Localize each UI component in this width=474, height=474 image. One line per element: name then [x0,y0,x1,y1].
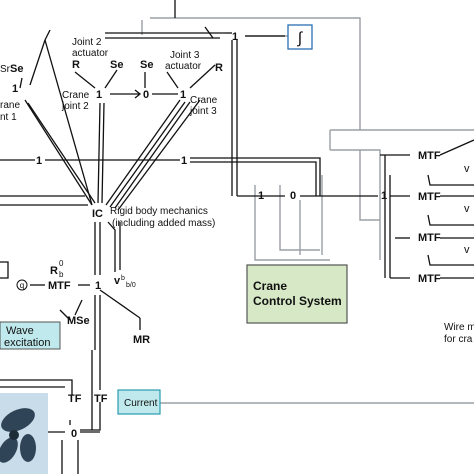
joint2-actuator-label-1: Joint 2 [72,37,102,48]
current-box [117,389,161,415]
current-label: Current [124,398,158,409]
wave-label-2: excitation [4,337,50,349]
v-right-1: v [464,163,470,175]
se-joint2-label: Se [110,59,123,71]
sr-left-label: Sr [0,64,11,75]
junction-1-joint1: 1 [12,83,18,95]
junction-0-control: 0 [290,190,296,202]
v-body-subscript: b/0 [126,282,136,289]
rb-subscript: b [59,270,64,279]
rb-label: R [50,265,58,277]
junction-1-body: 1 [95,280,101,292]
junction-1-joint3: 1 [180,89,186,101]
ic-element: IC [92,208,103,220]
r-joint3-label: R [215,62,223,74]
crane-joint2-label-b: joint 2 [61,101,89,112]
mtf-left: MTF [48,280,71,292]
junction-1-top: 1 [232,31,238,43]
junction-1-joint2: 1 [96,89,102,101]
junction-1-right: 1 [381,190,387,202]
crane-control-system-box [246,264,348,324]
integrator-symbol: ∫ [297,30,304,47]
rigid-body-label-1: Rigid body mechanics [110,206,208,217]
crane-joint3-label-b: joint 3 [189,106,217,117]
mtf-right-3: MTF [418,232,441,244]
mtf-right-2: MTF [418,191,441,203]
v-right-3: v [464,244,470,256]
v-body-superscript: b [121,275,125,282]
crane-joint1-label-b: nt 1 [0,112,17,123]
crane-control-label-2: Control System [253,294,342,308]
mr-element: MR [133,334,150,346]
se-joint3-label: Se [140,59,153,71]
se-left-label: Se [10,63,23,75]
crane-joint3-label-a: Crane [190,95,218,106]
rigid-body-label-2: (including added mass) [112,218,215,229]
mtf-right-1: MTF [418,150,441,162]
wire-label-1: Wire m [444,322,474,333]
propeller-icon [0,393,48,474]
joint2-actuator-label-2: actuator [72,48,109,59]
mse-element: MSe [67,315,90,327]
q-label: q [20,281,24,290]
v-right-2: v [464,203,470,215]
r-joint2-label: R [72,59,80,71]
wave-label-1: Wave [6,325,34,337]
v-body-label: v [114,275,121,287]
junction-1-row1-left: 1 [36,155,42,167]
junction-1-row1-right: 1 [181,155,187,167]
junction-1-control: 1 [258,190,264,202]
wave-excitation-box [0,321,61,350]
crane-control-label-1: Crane [253,279,287,293]
junction-0-joint-mid: 0 [143,89,149,101]
joint3-actuator-label-1: Joint 3 [170,50,200,61]
crane-joint2-label-a: Crane [62,90,90,101]
joint3-actuator-label-2: actuator [165,61,202,72]
junction-0-bottom: 0 [71,428,77,440]
integrator-icon [287,24,313,50]
wire-label-2: for cra [444,334,473,345]
tf-element-right: TF [94,393,108,405]
mtf-right-4: MTF [418,273,441,285]
crane-joint1-label-a: rane [0,100,20,111]
rb-superscript: 0 [59,259,64,268]
tf-element-left: TF [68,393,82,405]
q-circle [16,279,28,291]
